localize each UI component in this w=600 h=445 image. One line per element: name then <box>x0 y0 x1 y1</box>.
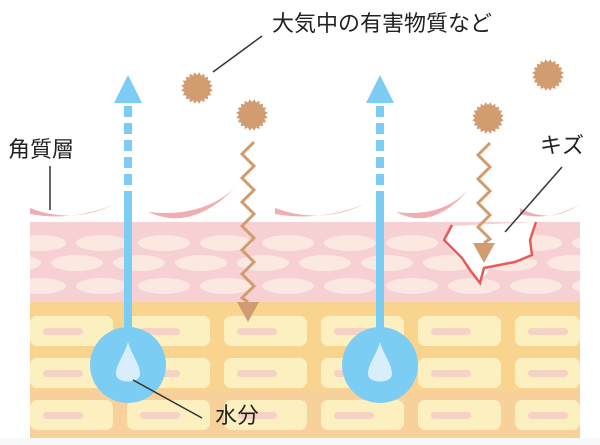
pink-cell <box>386 235 438 251</box>
leader-lines <box>49 35 563 419</box>
water-arrows <box>90 75 418 403</box>
bottom-band <box>0 438 600 445</box>
pink-cell <box>138 278 190 294</box>
pink-cell <box>175 255 227 271</box>
arrow-up-icon <box>366 75 394 103</box>
cell-nucleus <box>528 370 568 377</box>
wound-outline <box>442 221 538 286</box>
dash <box>376 191 384 202</box>
pink-cell <box>51 255 103 271</box>
dash <box>124 191 132 202</box>
cell-nucleus <box>431 328 471 335</box>
dash <box>124 174 132 185</box>
skin-scale <box>275 204 365 217</box>
skin-scale <box>30 204 115 217</box>
wound-label: キズ <box>540 134 585 159</box>
zigzag-path <box>239 140 257 304</box>
pink-cell <box>299 255 351 271</box>
dash <box>124 123 132 134</box>
cell-nucleus <box>431 370 471 377</box>
dash <box>376 140 384 151</box>
dash <box>124 140 132 151</box>
skin-scale <box>520 204 580 217</box>
skin-scales <box>30 188 580 219</box>
water-shaft <box>124 198 132 338</box>
pink-cell <box>200 278 252 294</box>
water-drop-icon <box>116 342 140 382</box>
dash <box>376 106 384 117</box>
pollutant-particle-icon <box>472 102 504 134</box>
arrow-up-icon <box>114 75 142 103</box>
skin-scale <box>396 188 470 219</box>
pink-cell <box>76 235 128 251</box>
stratum-corneum-label: 角質層 <box>8 138 75 163</box>
cell-nucleus <box>43 328 83 335</box>
pink-cell <box>262 278 314 294</box>
cell-nucleus <box>237 370 277 377</box>
cell-nucleus <box>43 370 83 377</box>
pink-cell <box>138 235 190 251</box>
pink-cell <box>448 278 500 294</box>
arrow-down-icon <box>473 243 495 263</box>
pink-cell <box>262 235 314 251</box>
dash <box>376 174 384 185</box>
zigzag-path <box>475 141 493 245</box>
moisture-label: 水分 <box>215 404 260 429</box>
pollutants-label: 大気中の有害物質など <box>272 12 493 37</box>
water-drop-icon <box>368 342 392 382</box>
pink-cells <box>0 222 600 304</box>
pink-cell <box>386 278 438 294</box>
pink-cell <box>324 235 376 251</box>
pink-cell <box>237 255 289 271</box>
pink-cell <box>200 235 252 251</box>
pink-cell <box>361 255 413 271</box>
pink-cell <box>324 278 376 294</box>
skin-scale <box>148 188 235 219</box>
cell-nucleus <box>528 412 568 419</box>
water-shaft <box>376 198 384 338</box>
cell-nucleus <box>43 412 83 419</box>
cell-nucleus <box>528 328 568 335</box>
dash <box>376 157 384 168</box>
dash <box>376 123 384 134</box>
cell-nucleus <box>431 412 471 419</box>
cell-nucleus <box>237 412 277 419</box>
cell-nucleus <box>237 328 277 335</box>
cell-nucleus <box>140 328 180 335</box>
pink-cell <box>113 255 165 271</box>
arrow-down-icon <box>237 302 259 322</box>
dash <box>124 106 132 117</box>
pink-cell <box>510 278 562 294</box>
pollutant-particles <box>181 59 564 322</box>
dash <box>124 157 132 168</box>
cell-nucleus <box>140 412 180 419</box>
pink-cell <box>76 278 128 294</box>
pollutant-particle-icon <box>236 99 268 131</box>
cell-nucleus <box>334 412 374 419</box>
pollutant-particle-icon <box>181 72 213 104</box>
pollutant-particle-icon <box>532 59 564 91</box>
